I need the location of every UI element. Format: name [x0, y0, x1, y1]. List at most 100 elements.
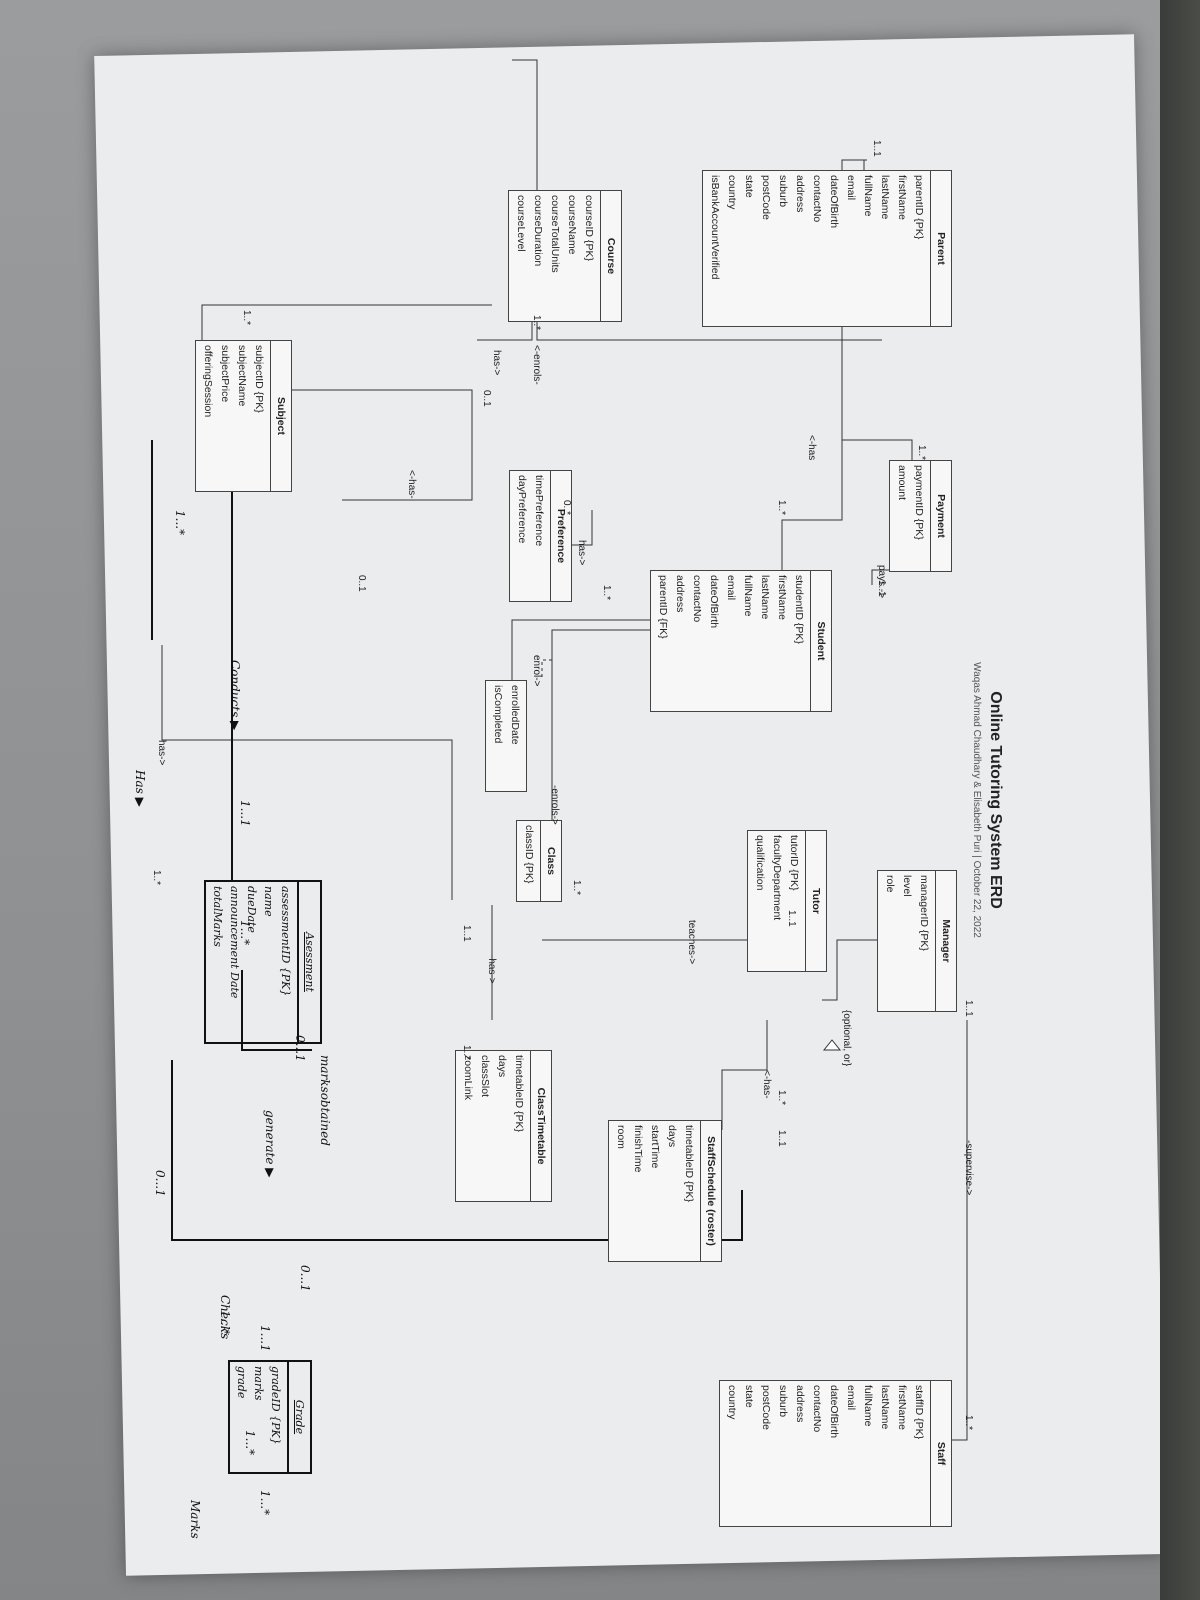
- entity-name: Parent: [930, 171, 951, 326]
- attr: contactNo: [691, 575, 703, 623]
- entity-manager: Manager managerID {PK} level role: [877, 870, 957, 1012]
- attr: classSlot: [479, 1055, 491, 1098]
- attr: managerID {PK}: [918, 875, 930, 951]
- entity-name: Subject: [270, 341, 291, 491]
- entity-name: Grade: [287, 1362, 310, 1472]
- entity-staffschedule: StaffSchedule (roster) timetableID {PK} …: [608, 1120, 722, 1262]
- attr: role: [884, 875, 896, 893]
- entity-name: Class: [540, 821, 561, 901]
- entity-enrol-association: enrolledDate isCompleted: [485, 680, 527, 792]
- entity-class: Class classID {PK}: [516, 820, 562, 902]
- attr: fullName: [742, 575, 754, 617]
- entity-name: Tutor: [805, 831, 826, 971]
- table-edge: [1160, 0, 1200, 1600]
- attr: lastName: [759, 575, 771, 620]
- mult-payment-parent: 1..*: [916, 445, 927, 461]
- entity-name: Course: [600, 191, 621, 321]
- attr: email: [845, 1385, 857, 1411]
- entity-name: Staff: [930, 1381, 951, 1526]
- attr: state: [743, 1385, 755, 1408]
- attr: contactNo: [811, 1385, 823, 1433]
- entity-assessment: Asessment assessmentID {PK} name dueDate…: [204, 880, 322, 1044]
- attr: courseTotalUnits: [549, 195, 561, 273]
- hand-label-marks-obtained: marksobtained: [318, 1055, 332, 1146]
- mult-tutor-teaches: 1..1: [786, 910, 797, 927]
- hand-mult-grade-one-one: 1...1: [258, 1325, 272, 1352]
- attr: level: [901, 875, 913, 897]
- hand-mult-checks: 0...1: [153, 1170, 167, 1197]
- attr: lastName: [879, 1385, 891, 1430]
- attr: fullName: [862, 1385, 874, 1427]
- attr: dateOfBirth: [828, 175, 840, 229]
- attr: finishTime: [632, 1125, 644, 1173]
- hand-mult-grade-assessment: 0...1: [298, 1265, 312, 1292]
- attr: parentID {PK}: [913, 175, 925, 240]
- inheritance-arrow: [822, 1039, 842, 1051]
- mult-student-class: 1..*: [601, 585, 612, 601]
- entity-name: Student: [810, 571, 831, 711]
- attr: suburb: [777, 1385, 789, 1418]
- attr: isBankAccountVerified: [709, 175, 721, 280]
- rel-label-enrols-student-class: -enrols->: [549, 785, 560, 825]
- attr: assessmentID {PK}: [279, 886, 292, 997]
- line-enrol-assoc: [541, 659, 552, 680]
- rel-label-has-subject-class: has->: [156, 740, 167, 766]
- attr: country: [726, 1385, 738, 1420]
- hand-label-generate: generate ▶: [263, 1110, 277, 1178]
- entity-parent: Parent parentID {PK} firstName lastName …: [702, 170, 952, 327]
- hand-label-marks: Marks: [188, 1500, 202, 1539]
- attr: dateOfBirth: [828, 1385, 840, 1439]
- rel-label-enrols-parent-course: <-enrols-: [531, 345, 542, 385]
- entity-payment: Payment paymentID {PK} amount: [889, 460, 952, 572]
- attr: firstName: [776, 575, 788, 620]
- entity-name: Payment: [930, 461, 951, 571]
- mult-subject-class: 1..*: [151, 870, 162, 886]
- hand-line-assessment-grade: [241, 970, 312, 1051]
- mult-preference-subject-a: 0..1: [481, 390, 492, 407]
- mult-class-student: 1..*: [571, 880, 582, 896]
- hand-label-has: Has ▶: [133, 770, 147, 807]
- attr: email: [725, 575, 737, 601]
- mult-parent-payment: 1..1: [871, 140, 882, 157]
- attr: amount: [896, 465, 908, 501]
- rel-label-has-parent-student: <-has: [806, 435, 817, 461]
- line-manager-staff: [952, 1020, 968, 1441]
- rel-label-has-course-subject: has->: [491, 350, 502, 376]
- rel-label-teaches: teaches->: [686, 920, 697, 965]
- entity-name: Preference: [550, 471, 571, 601]
- attr: zoomLink: [462, 1055, 474, 1100]
- attr: enrolledDate: [509, 685, 521, 745]
- line-staff-schedule: [721, 1020, 768, 1130]
- mult-preference-student: 0..*: [561, 500, 572, 516]
- rel-label-has-preference-subject: <-has-: [406, 470, 417, 499]
- hand-line-staff-grade: [171, 1060, 743, 1241]
- attr: courseDuration: [532, 195, 544, 267]
- entity-name: StaffSchedule (roster): [700, 1121, 721, 1261]
- hand-mult-marks: 1...*: [258, 1490, 272, 1516]
- attr: suburb: [777, 175, 789, 208]
- mult-timetable-class: 1..*: [461, 1045, 472, 1061]
- entity-preference: Preference timePreference dayPreference: [509, 470, 572, 602]
- mult-pays-student: 1..1: [876, 580, 887, 597]
- entity-tutor: Tutor tutorID {PK} facultyDepartment qua…: [747, 830, 827, 972]
- mult-manager-supervise: 1..1: [963, 1000, 974, 1017]
- attr: isCompleted: [492, 685, 504, 744]
- attr: address: [674, 575, 686, 613]
- attr: fullName: [862, 175, 874, 217]
- attr: classID {PK}: [523, 825, 535, 884]
- attr: days: [666, 1125, 678, 1148]
- attr: studentID {PK}: [793, 575, 805, 644]
- entity-name: ClassTimetable: [530, 1051, 551, 1201]
- attr: offeringSession: [202, 345, 214, 418]
- mult-staff-supervise: 1..*: [963, 1415, 974, 1431]
- rel-label-enrol: enrol->: [531, 655, 542, 687]
- attr: timetableID {PK}: [683, 1125, 695, 1203]
- entity-course: Course courseID {PK} courseName courseTo…: [508, 190, 622, 322]
- entity-classtimetable: ClassTimetable timetableID {PK} days cla…: [455, 1050, 552, 1202]
- mult-preference-subject-b: 0..1: [356, 575, 367, 592]
- attr: startTime: [649, 1125, 661, 1169]
- attr: subjectName: [236, 345, 248, 407]
- attr: days: [496, 1055, 508, 1078]
- attr: postCode: [760, 175, 772, 220]
- attr: qualification: [754, 835, 766, 891]
